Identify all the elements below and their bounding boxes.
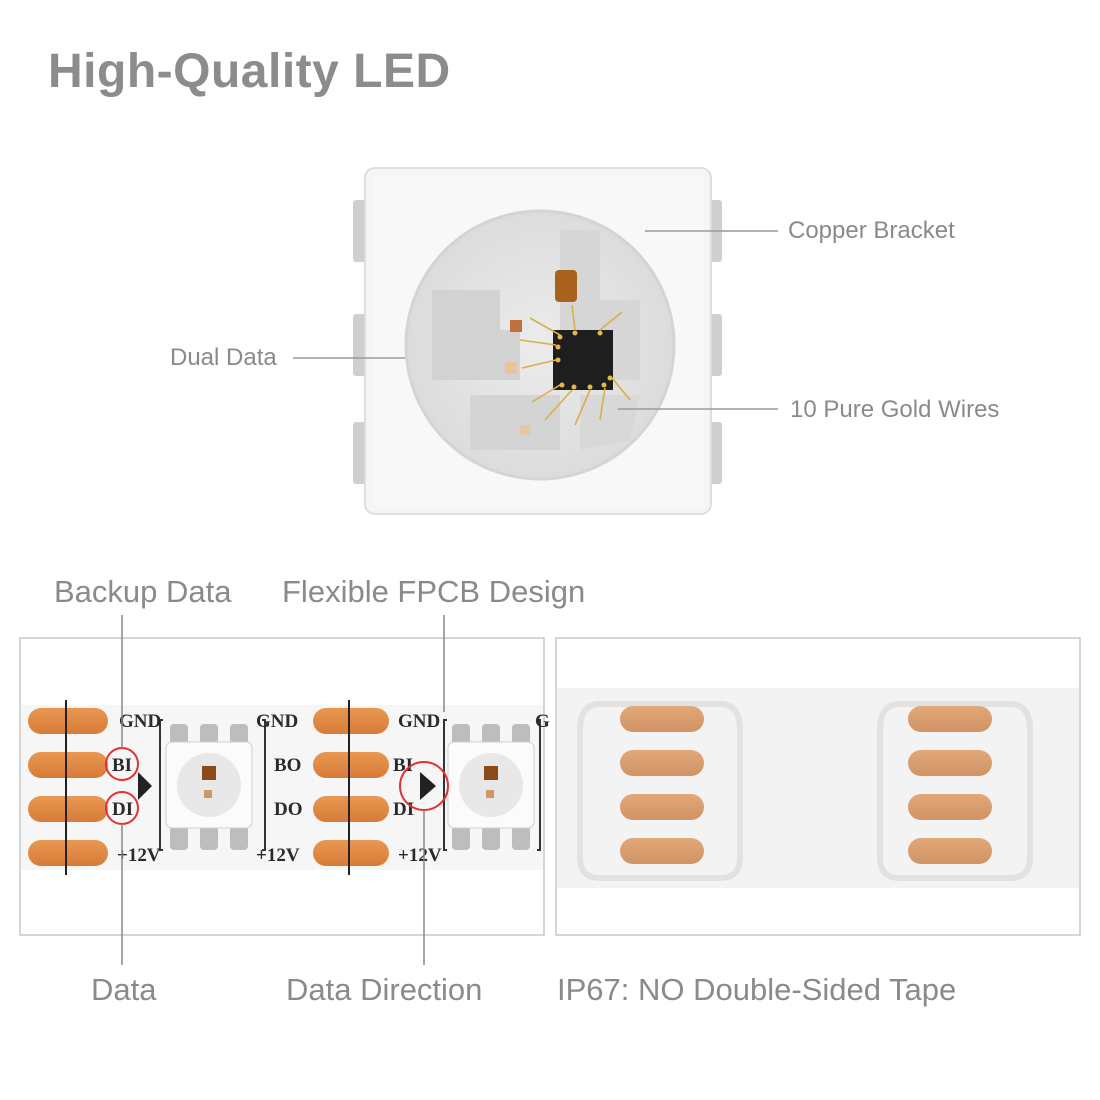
silk-gnd: GND	[256, 711, 298, 732]
chip-lead	[353, 422, 367, 484]
silk-12v: +12V	[256, 845, 300, 866]
silk-gnd-cut: G	[535, 711, 550, 732]
led-die	[510, 320, 522, 332]
solder-pads-middle	[313, 708, 389, 866]
label-dual-data: Dual Data	[170, 344, 277, 371]
strip-led-1	[159, 719, 266, 851]
pad-outline	[577, 701, 743, 881]
silk-gnd: GND	[119, 711, 161, 732]
label-gold-wires: 10 Pure Gold Wires	[790, 396, 1000, 423]
silk-bi: BI	[393, 755, 413, 776]
silk-12v: +12V	[117, 845, 161, 866]
silk-bi: BI	[112, 755, 132, 776]
pad-outline	[877, 701, 1033, 881]
direction-arrow	[420, 772, 436, 800]
led-die	[505, 362, 517, 374]
silk-gnd: GND	[398, 711, 440, 732]
silk-di: DI	[393, 799, 414, 820]
back-solder-pads-right	[908, 706, 992, 864]
chip-lead	[353, 200, 367, 262]
led-strip-back	[555, 637, 1081, 936]
direction-arrow	[138, 772, 152, 800]
label-backup-data: Backup Data	[54, 574, 232, 609]
label-ip67: IP67: NO Double-Sided Tape	[557, 972, 957, 1007]
silk-di: DI	[112, 799, 133, 820]
silk-bo: BO	[274, 755, 301, 776]
led-die	[555, 270, 577, 302]
label-flexible-fpcb: Flexible FPCB Design	[282, 574, 586, 609]
led-strip-front: GND BI DI +12V GND BO DO +12V GND BI DI …	[19, 615, 550, 965]
label-data-direction: Data Direction	[286, 972, 483, 1007]
label-copper-bracket: Copper Bracket	[788, 217, 955, 244]
smd-led-chip	[353, 167, 722, 515]
page-title: High-Quality LED	[48, 45, 451, 98]
strip-led-2	[443, 719, 541, 851]
control-ic	[553, 330, 613, 390]
solder-pads-left	[28, 708, 108, 866]
led-die	[520, 425, 530, 435]
silk-do: DO	[274, 799, 303, 820]
label-data: Data	[91, 972, 157, 1007]
chip-lead	[353, 314, 367, 376]
gold-wires	[519, 304, 631, 426]
bracket-pad	[470, 395, 560, 450]
gold-wire-bonds	[555, 330, 613, 390]
bracket-pad	[432, 290, 520, 380]
back-solder-pads-left	[620, 706, 704, 864]
silk-12v: +12V	[398, 845, 442, 866]
